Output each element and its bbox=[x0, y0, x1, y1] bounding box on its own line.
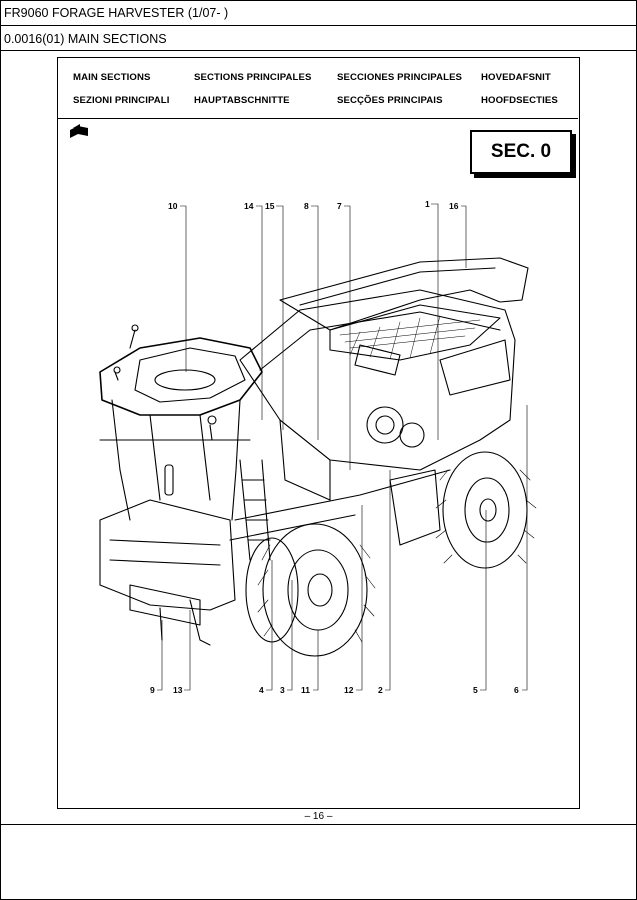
title-es: SECCIONES PRINCIPALES bbox=[337, 72, 463, 83]
title-fr: SECTIONS PRINCIPALES bbox=[194, 72, 312, 83]
callout-label: 5 bbox=[473, 685, 478, 695]
callout-label: 2 bbox=[378, 685, 383, 695]
callout-label: 7 bbox=[337, 201, 342, 211]
callout-label: 10 bbox=[168, 201, 178, 211]
title-en: MAIN SECTIONS bbox=[73, 72, 151, 83]
title-nl: HOOFDSECTIES bbox=[481, 95, 558, 106]
footer-divider bbox=[0, 824, 637, 825]
page-number: – 16 – bbox=[304, 811, 333, 822]
titles-divider bbox=[57, 118, 578, 119]
title-de: HAUPTABSCHNITTE bbox=[194, 95, 290, 106]
callout-label: 3 bbox=[280, 685, 285, 695]
callout-label: 11 bbox=[301, 685, 310, 695]
callout-label: 16 bbox=[449, 201, 459, 211]
callout-label: 12 bbox=[344, 685, 354, 695]
callout-label: 13 bbox=[173, 685, 183, 695]
callout-label: 14 bbox=[244, 201, 254, 211]
callout-label: 9 bbox=[150, 685, 155, 695]
title-it: SEZIONI PRINCIPALI bbox=[73, 95, 170, 106]
header-divider bbox=[0, 25, 637, 26]
callout-label: 6 bbox=[514, 685, 519, 695]
title-da: HOVEDAFSNIT bbox=[481, 72, 551, 83]
section-badge: SEC. 0 bbox=[470, 130, 572, 174]
title-pt: SECÇÕES PRINCIPAIS bbox=[337, 95, 443, 106]
document-title: FR9060 FORAGE HARVESTER (1/07- ) bbox=[4, 6, 229, 20]
content-frame bbox=[57, 57, 580, 809]
callout-label: 8 bbox=[304, 201, 309, 211]
callout-label: 15 bbox=[265, 201, 275, 211]
callout-label: 4 bbox=[259, 685, 264, 695]
callout-label: 1 bbox=[425, 199, 430, 209]
document-subtitle: 0.0016(01) MAIN SECTIONS bbox=[4, 32, 167, 46]
header-divider-2 bbox=[0, 50, 637, 51]
